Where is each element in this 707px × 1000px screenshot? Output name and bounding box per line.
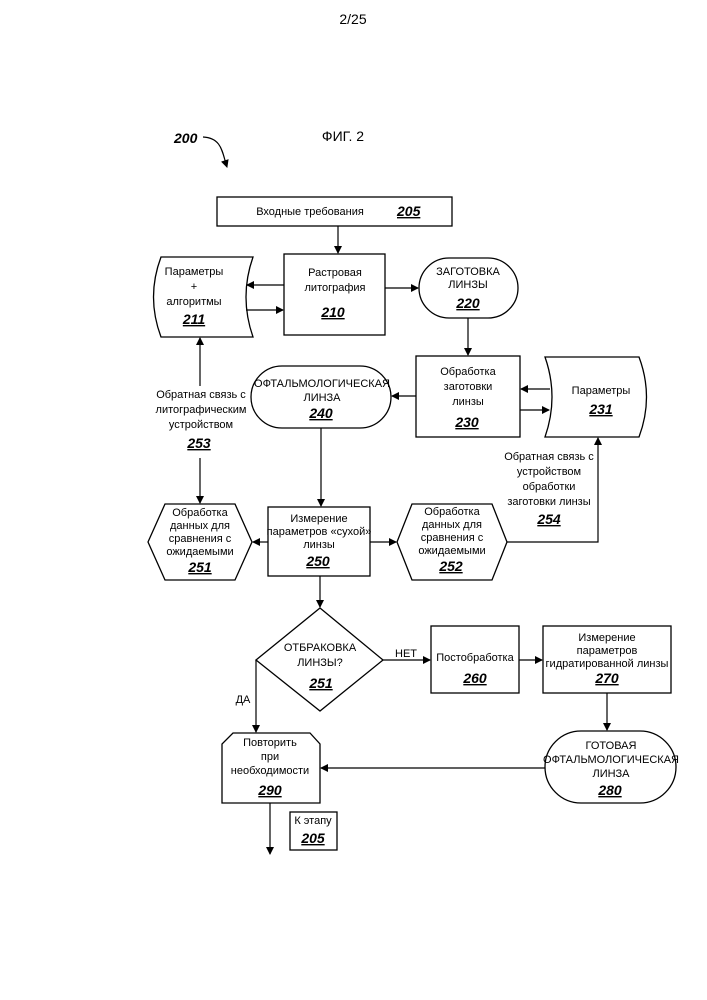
n270-label-line: гидратированной линзы [546, 658, 669, 670]
n290-label-line: при [261, 751, 279, 763]
node-253-label: Обратная связь с литографическим устройств… [156, 389, 247, 431]
n251a-label-line: ожидаемыми [166, 546, 233, 558]
n250-label-line: параметров «сухой» [267, 526, 372, 538]
node-251-left-label: Обработкаданных длясравнения сожидаемыми [166, 507, 233, 558]
node-290-number: 290 [257, 782, 282, 798]
n211-label-line: Параметры [165, 266, 224, 278]
n230-label-line: линзы [452, 396, 484, 408]
node-211-parameters-algorithms: Параметры + алгоритмы 211 [154, 257, 254, 337]
n290-label-line: Повторить [243, 737, 297, 749]
n280-label-line: ГОТОВАЯ [586, 740, 637, 752]
node-231-number: 231 [588, 401, 613, 417]
node-to-stage-label: К этапу [294, 815, 332, 827]
n211-label-line: алгоритмы [166, 296, 221, 308]
n270-label-line: Измерение [578, 632, 635, 644]
n252-label-line: данных для [422, 519, 482, 531]
n254-label-line: обработки [523, 481, 576, 493]
node-280-number: 280 [597, 782, 622, 798]
n210-label-line: литография [305, 282, 366, 294]
n230-label-line: Обработка [440, 366, 496, 378]
node-211-number: 211 [182, 311, 206, 327]
node-252-data-processing-right: Обработкаданных длясравнения сожидаемыми… [397, 504, 507, 580]
n250-label-line: линзы [303, 539, 335, 551]
n250-label-line: Измерение [290, 513, 347, 525]
n252-label-line: ожидаемыми [418, 545, 485, 557]
node-270-number: 270 [594, 670, 619, 686]
n210-label-line: Растровая [308, 267, 362, 279]
node-250-dry-lens-measurement: Измерениепараметров «сухой»линзы 250 [267, 507, 372, 576]
node-205-input-requirements: Входные требования 205 [217, 197, 452, 226]
nStage-label-line: К этапу [294, 815, 332, 827]
n251a-label-line: данных для [170, 520, 230, 532]
node-260-post-processing: Постобработка 260 [431, 626, 519, 693]
n270-label-line: параметров [577, 645, 638, 657]
node-290-repeat: Повторить при необходимости 290 [222, 733, 320, 803]
node-to-stage-205: К этапу 205 [290, 812, 337, 850]
figure-title: ФИГ. 2 [322, 128, 364, 144]
n253-label-line: литографическим [156, 404, 247, 416]
edge-label-no: НЕТ [395, 648, 417, 660]
n254-label-line: устройством [517, 466, 581, 478]
node-230-number: 230 [454, 414, 479, 430]
n252-label-line: Обработка [424, 506, 480, 518]
n254-label-line: заготовки линзы [507, 496, 590, 508]
node-251-data-processing-left: Обработкаданных длясравнения сожидаемыми… [148, 504, 252, 580]
node-230-blank-processing: Обработка заготовки линзы 230 [416, 356, 520, 437]
node-231-parameters: Параметры 231 [545, 357, 647, 437]
figure-ref-number: 200 [173, 130, 198, 146]
node-210-number: 210 [320, 304, 345, 320]
n253-label-line: устройством [169, 419, 233, 431]
node-251-rejection-decision: ОТБРАКОВКА ЛИНЗЫ? 251 [256, 608, 383, 711]
node-240-ophthalmic-lens: ОФТАЛЬМОЛОГИЧЕСКАЯ ЛИНЗА 240 [251, 366, 391, 428]
n240-label-line: ОФТАЛЬМОЛОГИЧЕСКАЯ [254, 378, 390, 390]
n231-label-line: Параметры [572, 385, 631, 397]
node-251-decision-number: 251 [308, 675, 333, 691]
node-220-lens-blank: ЗАГОТОВКАЛИНЗЫ 220 [419, 258, 518, 318]
node-220-number: 220 [455, 295, 480, 311]
node-251-left-number: 251 [187, 559, 212, 575]
node-280-finished-lens: ГОТОВАЯ ОФТАЛЬМОЛОГИЧЕСКАЯ ЛИНЗА 280 [543, 731, 679, 803]
n251b-label-line: ЛИНЗЫ? [297, 657, 343, 669]
node-253-number: 253 [186, 435, 211, 451]
n251a-label-line: сравнения с [169, 533, 232, 545]
node-252-label: Обработкаданных длясравнения сожидаемыми [418, 506, 485, 557]
n220-label-line: ЗАГОТОВКА [436, 266, 500, 278]
n211-label-line: + [191, 281, 197, 293]
n280-label-line: ОФТАЛЬМОЛОГИЧЕСКАЯ [543, 754, 679, 766]
node-254-feedback-blank-processing: Обратная связь с устройством обработки заго… [504, 451, 594, 527]
node-260-number: 260 [462, 670, 487, 686]
figure-ref-arrow [203, 137, 227, 167]
node-231-label: Параметры [572, 385, 631, 397]
node-210-raster-lithography: Растровая литография 210 [284, 254, 385, 335]
n252-label-line: сравнения с [421, 532, 484, 544]
n205-label-line: Входные требования [256, 206, 364, 218]
node-270-hydrated-lens-measurement: Измерениепараметровгидратированной линзы… [543, 626, 671, 693]
page-number: 2/25 [339, 11, 366, 27]
node-205-number: 205 [396, 203, 421, 219]
n251a-label-line: Обработка [172, 507, 228, 519]
node-254-number: 254 [536, 511, 561, 527]
node-253-feedback-lithography: Обратная связь с литографическим устройств… [156, 389, 247, 451]
n290-label-line: необходимости [231, 765, 309, 777]
n260-label-line: Постобработка [436, 652, 514, 664]
node-254-label: Обратная связь с устройством обработки заго… [504, 451, 594, 508]
n240-label-line: ЛИНЗА [303, 392, 341, 404]
node-to-stage-number: 205 [300, 830, 325, 846]
n230-label-line: заготовки [444, 381, 493, 393]
n280-label-line: ЛИНЗА [592, 768, 630, 780]
node-260-label: Постобработка [436, 652, 514, 664]
n251b-label-line: ОТБРАКОВКА [284, 642, 357, 654]
node-205-label: Входные требования [256, 206, 364, 218]
n253-label-line: Обратная связь с [156, 389, 246, 401]
node-250-number: 250 [305, 553, 330, 569]
node-252-number: 252 [438, 558, 463, 574]
node-240-number: 240 [308, 405, 333, 421]
n254-label-line: Обратная связь с [504, 451, 594, 463]
n220-label-line: ЛИНЗЫ [448, 279, 487, 291]
edge-label-yes: ДА [236, 694, 251, 706]
